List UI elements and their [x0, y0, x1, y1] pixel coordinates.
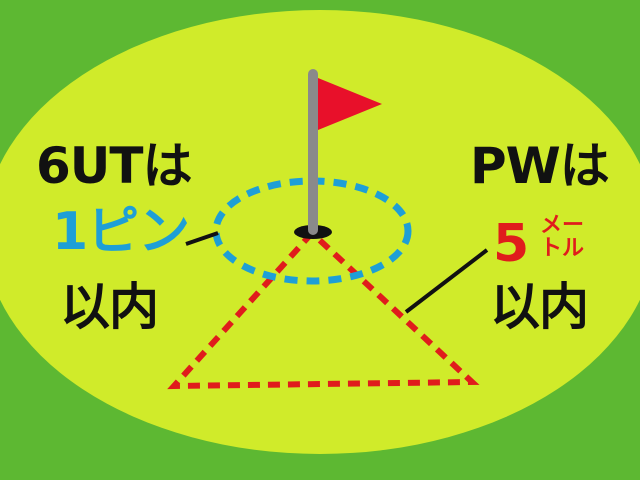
right-label-club: PWは: [470, 137, 610, 195]
flag-icon: [318, 78, 382, 130]
right-label-within: 以内: [490, 278, 589, 336]
right-label-unit-top: メー: [540, 213, 585, 238]
right-leader-line: [404, 248, 489, 314]
pw-range-cone: [167, 230, 480, 390]
left-label-distance: 1ピン: [52, 202, 190, 262]
right-label-distance-number: 5: [493, 214, 529, 274]
left-label-within: 以内: [60, 278, 159, 336]
left-label-club: 6UTは: [36, 137, 192, 195]
right-label-distance-unit: メー トル: [540, 214, 584, 260]
right-label-unit-bottom: トル: [540, 236, 585, 262]
left-leader-line: [185, 231, 219, 246]
